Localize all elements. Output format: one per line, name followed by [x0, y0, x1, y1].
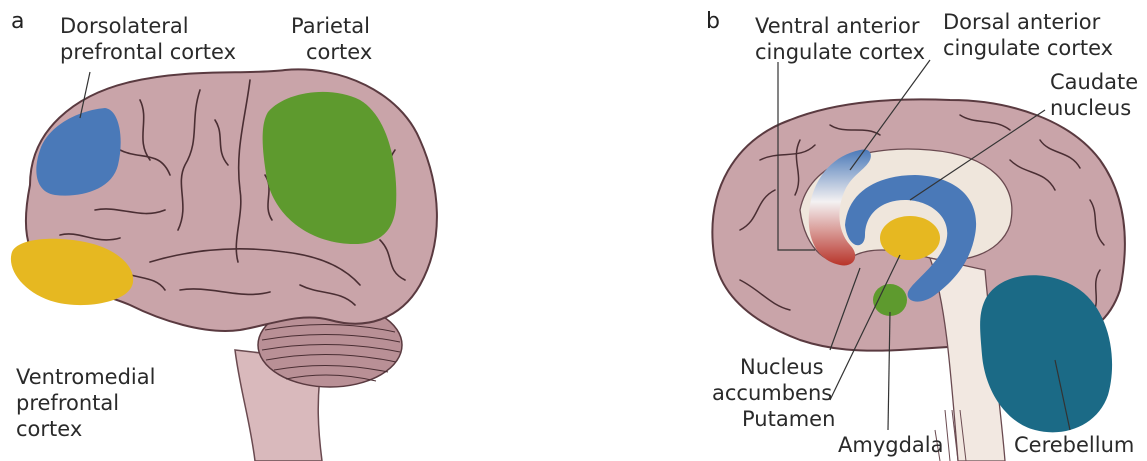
label-putamen: Putamen: [742, 407, 835, 431]
label-dorsolateral-line1: Dorsolateral: [60, 14, 189, 38]
label-cerebellum: Cerebellum: [1014, 433, 1134, 457]
label-dorsolateral-line2: prefrontal cortex: [60, 40, 236, 64]
label-dorsal-acc-line2: cingulate cortex: [943, 36, 1113, 60]
panel-b-letter: b: [706, 10, 720, 34]
panel-a-letter: a: [11, 10, 24, 34]
label-nucleus-accumbens-line2: accumbens: [712, 381, 832, 405]
label-amygdala: Amygdala: [838, 433, 943, 457]
label-ventral-acc-line2: cingulate cortex: [755, 40, 925, 64]
label-ventromedial-line2: prefrontal: [16, 391, 119, 415]
label-ventromedial-line1: Ventromedial: [16, 365, 155, 389]
label-caudate-line1: Caudate: [1050, 70, 1138, 94]
label-caudate-line2: nucleus: [1050, 96, 1131, 120]
label-parietal-line1: Parietal: [291, 14, 370, 38]
label-parietal-line2: cortex: [306, 40, 372, 64]
label-nucleus-accumbens-line1: Nucleus: [740, 355, 824, 379]
putamen-region: [880, 216, 940, 260]
label-dorsal-acc-line1: Dorsal anterior: [943, 10, 1100, 34]
label-ventral-acc-line1: Ventral anterior: [755, 14, 920, 38]
label-ventromedial-line3: cortex: [16, 417, 82, 441]
